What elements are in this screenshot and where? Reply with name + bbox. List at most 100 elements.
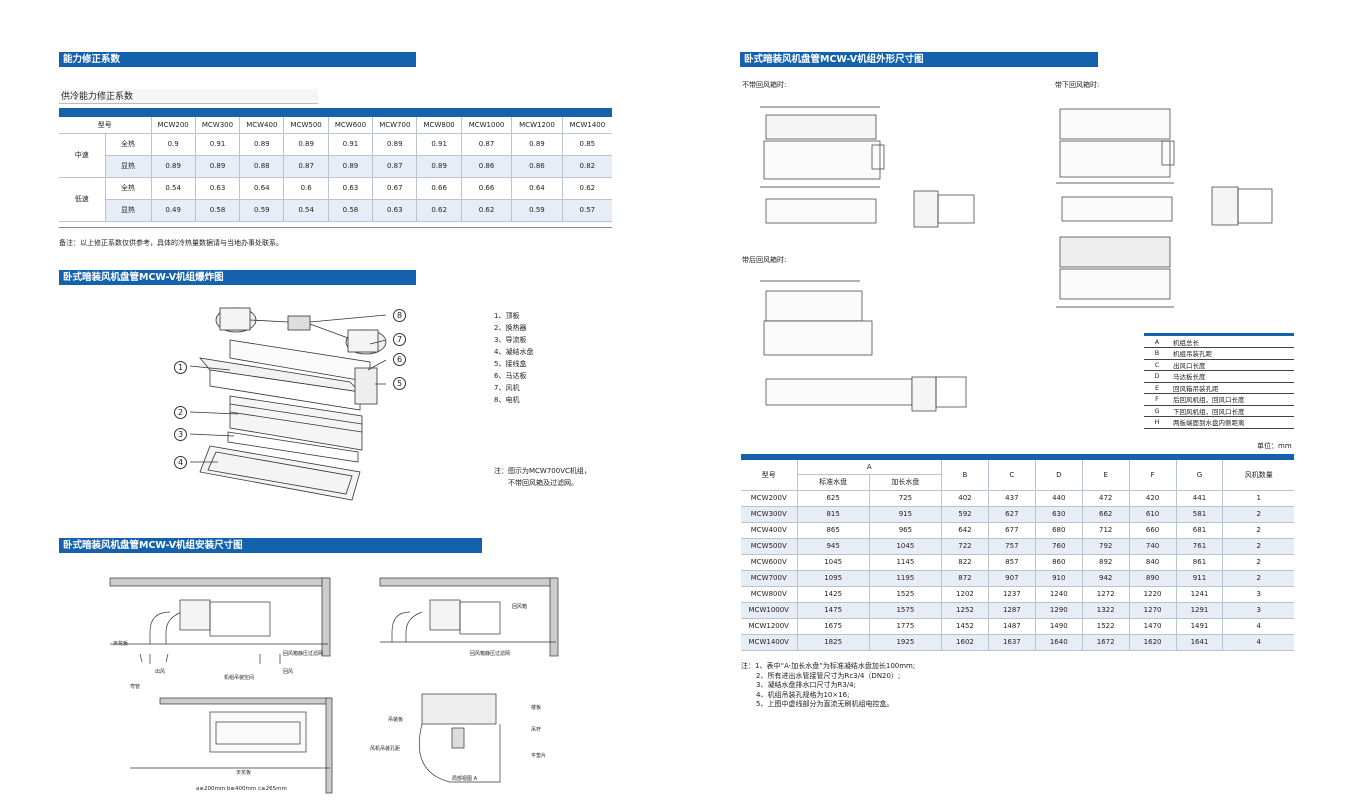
- dim-value-cell: 642: [941, 522, 989, 539]
- note-line: 4、机组吊装孔规格为10×16;: [756, 690, 850, 699]
- dim-value-cell: 1241: [1176, 586, 1224, 603]
- value-cell: 0.64: [511, 177, 563, 200]
- value-cell: 0.89: [239, 133, 284, 156]
- label-outlet: 出风: [155, 669, 166, 675]
- dim-value-cell: 441: [1176, 490, 1224, 507]
- speed-cell: 低速: [59, 177, 106, 222]
- value-cell: 0.91: [194, 133, 240, 156]
- dim-value-cell: 1145: [869, 554, 943, 571]
- dim-value-cell: 865: [797, 522, 870, 539]
- dim-value-cell: 4: [1222, 618, 1294, 635]
- value-cell: 0.87: [460, 133, 512, 156]
- dim-header-col: 风机数量: [1222, 460, 1294, 491]
- dim-value-cell: 610: [1129, 506, 1177, 523]
- value-cell: 0.62: [561, 177, 612, 200]
- dim-value-cell: 627: [988, 506, 1036, 523]
- callout-5: 5: [393, 377, 406, 390]
- dim-value-cell: 857: [988, 554, 1036, 571]
- dim-value-cell: 625: [797, 490, 870, 507]
- dim-model-cell: MCW700V: [741, 570, 798, 587]
- model-col: MCW300: [194, 117, 240, 134]
- label-return-box: 回风箱: [512, 604, 528, 610]
- dim-value-cell: 402: [941, 490, 989, 507]
- dim-value-cell: 1270: [1129, 602, 1177, 619]
- dim-value-cell: 725: [869, 490, 943, 507]
- label-return-filter: 回风箱静压过滤网: [283, 651, 324, 657]
- note-line: 2、所有进出水管接管尺寸为Rc3/4（DN20）;: [756, 671, 901, 680]
- dim-notes: 注：1、表中“A-加长水盘”为标准凝结水盘加长100mm; 2、所有进出水管接管…: [741, 662, 915, 710]
- callout-1: 1: [174, 361, 187, 374]
- value-cell: 0.66: [416, 177, 462, 200]
- value-cell: 0.86: [511, 155, 563, 178]
- dim-value-cell: 1487: [988, 618, 1036, 635]
- dim-value-cell: 1202: [941, 586, 989, 603]
- label-hanger-space: 机组吊装空间: [224, 675, 255, 681]
- value-cell: 0.6: [283, 177, 329, 200]
- dim-value-cell: 942: [1082, 570, 1130, 587]
- dim-header-col: F: [1129, 460, 1177, 491]
- model-col: MCW500: [283, 117, 329, 134]
- model-col: MCW1000: [460, 117, 512, 134]
- dim-header-col: D: [1035, 460, 1083, 491]
- label-hanging-plate: 吊装板: [388, 717, 404, 723]
- dim-value-cell: 911: [1176, 570, 1224, 587]
- label-detail-a: 局部视图 A: [452, 776, 478, 782]
- table-top-rule: [59, 108, 612, 117]
- dim-value-cell: 3: [1222, 602, 1294, 619]
- exploded-view-diagram: [189, 307, 387, 501]
- install-dims: a≥200mm b≥400mm c≥265mm: [196, 786, 287, 792]
- section-title-exploded: 卧式暗装风机盘管MCW-V机组爆炸图: [59, 270, 416, 285]
- dim-value-cell: 1775: [869, 618, 943, 635]
- value-cell: 0.63: [194, 177, 240, 200]
- dim-value-cell: 757: [988, 538, 1036, 555]
- dim-value-cell: 872: [941, 570, 989, 587]
- legend-key: G: [1144, 405, 1170, 417]
- dim-value-cell: 677: [988, 522, 1036, 539]
- value-cell: 0.66: [460, 177, 512, 200]
- part-item: 2、换热器: [494, 324, 527, 332]
- callout-4: 4: [174, 456, 187, 469]
- dim-value-cell: 1925: [869, 634, 943, 651]
- value-cell: 0.82: [561, 155, 612, 178]
- dim-value-cell: 792: [1082, 538, 1130, 555]
- dim-value-cell: 3: [1222, 586, 1294, 603]
- dim-value-cell: 840: [1129, 554, 1177, 571]
- value-cell: 0.91: [416, 133, 462, 156]
- dim-value-cell: 945: [797, 538, 870, 555]
- dim-value-cell: 1240: [1035, 586, 1083, 603]
- legend-key: D: [1144, 370, 1170, 383]
- label-elbow: 弯管: [130, 684, 141, 690]
- exploded-note: 注：图示为MCW700VC机组， 不带回风箱及过滤网。: [494, 465, 591, 489]
- part-item: 5、接线盒: [494, 360, 527, 368]
- dim-value-cell: 1291: [1176, 602, 1224, 619]
- label-return-filter2: 回风箱静压过滤网: [470, 651, 511, 657]
- part-item: 1、顶板: [494, 312, 520, 320]
- dim-value-cell: 1641: [1176, 634, 1224, 651]
- label-rear-return: 带后回风箱时:: [742, 256, 787, 264]
- legend-key: F: [1144, 393, 1170, 406]
- part-item: 8、电机: [494, 396, 520, 404]
- value-cell: 0.89: [150, 155, 196, 178]
- label-bottom-return: 带下回风箱时:: [1055, 81, 1100, 89]
- dim-header-model: 型号: [741, 460, 798, 491]
- value-cell: 0.54: [283, 199, 329, 222]
- dim-value-cell: 1575: [869, 602, 943, 619]
- value-cell: 0.89: [194, 155, 240, 178]
- legend-key: C: [1144, 359, 1170, 371]
- dim-value-cell: 915: [869, 506, 943, 523]
- dim-value-cell: 761: [1176, 538, 1224, 555]
- legend-key: H: [1144, 416, 1170, 429]
- part-item: 3、导流板: [494, 336, 527, 344]
- dim-value-cell: 1045: [797, 554, 870, 571]
- model-col: MCW1400: [561, 117, 612, 134]
- dim-value-cell: 910: [1035, 570, 1083, 587]
- dim-value-cell: 2: [1222, 538, 1294, 555]
- dim-value-cell: 1675: [797, 618, 870, 635]
